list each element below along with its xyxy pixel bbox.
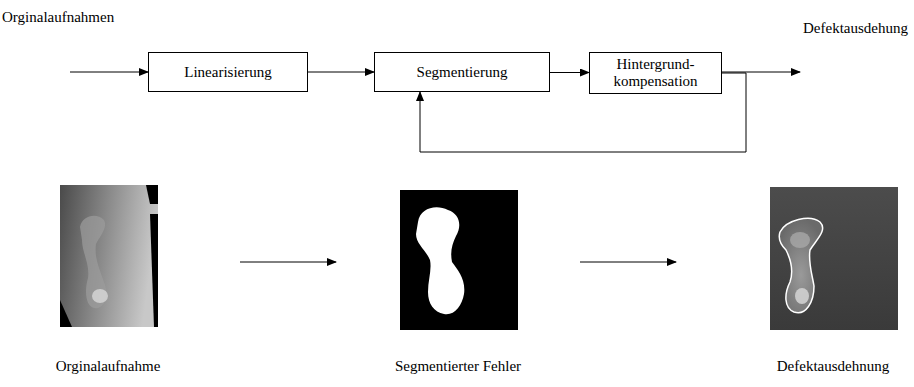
box-text: Segmentierung <box>417 64 508 81</box>
image-caption: Defektausdehnung <box>777 358 889 375</box>
process-arrow <box>580 262 676 263</box>
image-caption: Segmentierter Fehler <box>395 358 521 375</box>
process-arrow <box>240 262 336 263</box>
signal-label: Orginalaufnahmen <box>2 9 114 26</box>
process-box: Linearisierung <box>148 52 308 92</box>
box-text: Hintergrund- kompensation <box>590 56 721 90</box>
flow-arrow <box>550 72 589 73</box>
signal-label: Defektausdehung <box>803 20 908 37</box>
box-text: Linearisierung <box>184 64 271 81</box>
segmented-image <box>400 190 518 330</box>
flow-arrow <box>308 72 374 73</box>
process-box: Segmentierung <box>374 52 550 92</box>
input-arrow <box>70 72 148 73</box>
image-caption: Orginalaufnahme <box>56 358 161 375</box>
process-box: Hintergrund- kompensation <box>589 52 722 94</box>
output-arrow <box>716 72 800 73</box>
defect-extent-image <box>770 187 898 330</box>
original-image <box>60 185 158 327</box>
